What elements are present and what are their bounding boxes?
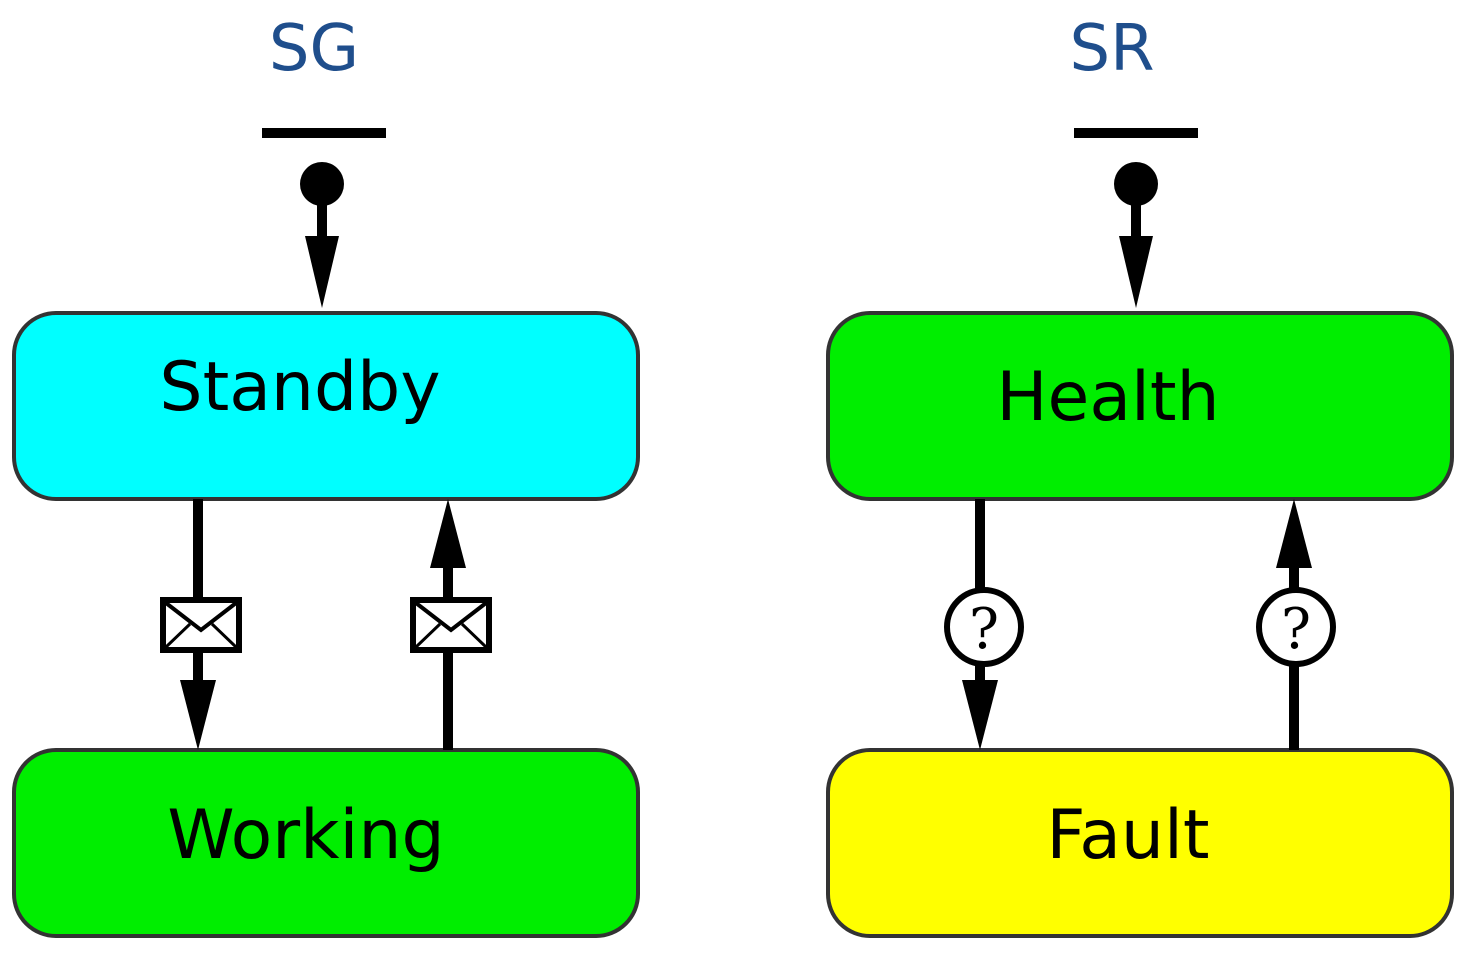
envelope-icon [160,597,242,653]
sg-machine-title: SG [269,12,359,86]
transition-arrowhead [1276,499,1312,568]
transition-arrowhead [430,499,466,568]
state-health-label: Health [996,358,1219,437]
state-health-box [826,311,1454,501]
state-working-box [12,748,640,938]
state-standby-label: Standby [159,348,440,427]
state-standby[interactable]: Standby [12,311,640,501]
transition-working-to-standby[interactable] [410,499,492,750]
transition-standby-to-working[interactable] [160,499,242,750]
sr-initial-transition-arrowhead [1119,236,1153,308]
svg-text:?: ? [969,597,999,662]
transition-health-to-fault[interactable]: ? [944,499,1024,750]
state-working[interactable]: Working [12,748,640,938]
sr-initial-state-dot [1114,162,1158,206]
state-health[interactable]: Health [826,311,1454,501]
transition-arrowhead [962,680,998,750]
state-fault-box [826,748,1454,938]
state-fault[interactable]: Fault [826,748,1454,938]
question-circle-icon: ? [1256,587,1336,667]
question-circle-icon: ? [944,587,1024,667]
state-fault-label: Fault [1046,796,1209,875]
sg-initial-transition-arrowhead [305,236,339,308]
envelope-icon [410,597,492,653]
sg-machine: SG Standby Working [12,12,640,938]
state-standby-box [12,311,640,501]
state-working-label: Working [167,796,444,875]
transition-arrowhead [180,680,216,750]
transition-fault-to-health[interactable]: ? [1256,499,1336,750]
sr-machine-title: SR [1069,12,1154,86]
sg-initial-state-dot [300,162,344,206]
sr-machine: SR Health Fault ? [826,12,1454,938]
svg-text:?: ? [1281,597,1311,662]
